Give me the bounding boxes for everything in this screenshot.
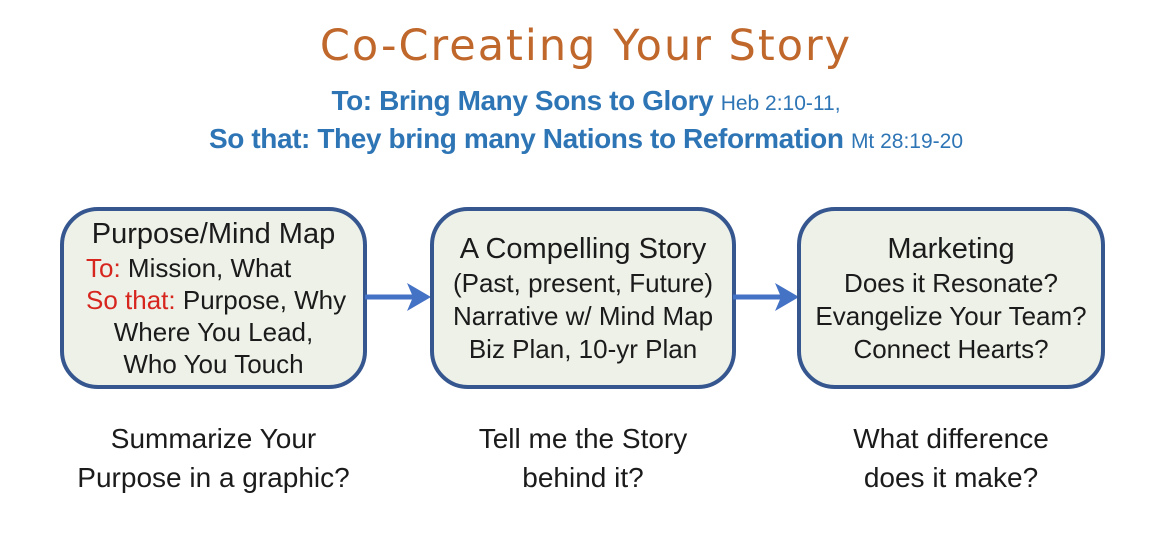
subtitle-line-1: To: Bring Many Sons to Glory Heb 2:10-11… bbox=[0, 84, 1172, 121]
box-line: Where You Lead, bbox=[113, 317, 314, 347]
box-line: Does it Resonate? bbox=[844, 267, 1058, 298]
box-line: Connect Hearts? bbox=[853, 333, 1049, 364]
question-under-marketing-box: What difference does it make? bbox=[797, 419, 1105, 497]
question-line: does it make? bbox=[863, 462, 1039, 493]
subtitle-line-2-main: So that: They bring many Nations to Refo… bbox=[208, 123, 844, 154]
question-line: behind it? bbox=[522, 462, 644, 493]
subtitle-line-2-scripture-ref: Mt 28:19-20 bbox=[850, 130, 964, 153]
subtitle-line-2: So that: They bring many Nations to Refo… bbox=[0, 122, 1172, 159]
box-line-text: Purpose, Why bbox=[175, 285, 347, 315]
subtitle-line-1-scripture-ref: Heb 2:10-11, bbox=[720, 92, 841, 115]
box-line: (Past, present, Future) bbox=[452, 267, 714, 298]
flow-arrow-icon bbox=[365, 279, 431, 315]
red-prefix-to: To: bbox=[86, 253, 121, 283]
question-line: What difference bbox=[853, 423, 1049, 454]
question-under-story-box: Tell me the Story behind it? bbox=[430, 419, 736, 497]
red-prefix-so-that: So that: bbox=[86, 285, 176, 315]
slide-title: Co-Creating Your Story bbox=[319, 21, 853, 71]
box-line-text: Mission, What bbox=[120, 253, 292, 283]
box-title: Marketing bbox=[887, 232, 1015, 265]
question-under-purpose-box: Summarize Your Purpose in a graphic? bbox=[60, 419, 367, 497]
question-line: Tell me the Story bbox=[478, 423, 688, 454]
flow-box-marketing: Marketing Does it Resonate? Evangelize Y… bbox=[797, 207, 1105, 389]
box-line: Narrative w/ Mind Map bbox=[452, 300, 714, 331]
box-line: Evangelize Your Team? bbox=[815, 300, 1087, 331]
box-line: To: Mission, What bbox=[78, 252, 349, 284]
box-line: Who You Touch bbox=[123, 349, 304, 379]
box-title: Purpose/Mind Map bbox=[91, 218, 336, 250]
subtitle-line-1-main: To: Bring Many Sons to Glory bbox=[331, 85, 714, 116]
flow-arrow-icon bbox=[733, 279, 799, 315]
flow-box-compelling-story: A Compelling Story (Past, present, Futur… bbox=[430, 207, 736, 389]
question-line: Summarize Your bbox=[110, 423, 317, 454]
box-title: A Compelling Story bbox=[459, 232, 707, 265]
flow-box-purpose-mind-map: Purpose/Mind Map To: Mission, What So th… bbox=[60, 207, 367, 389]
question-line: Purpose in a graphic? bbox=[77, 462, 350, 493]
box-line: So that: Purpose, Why bbox=[78, 284, 349, 316]
box-line: Biz Plan, 10-yr Plan bbox=[468, 333, 698, 364]
